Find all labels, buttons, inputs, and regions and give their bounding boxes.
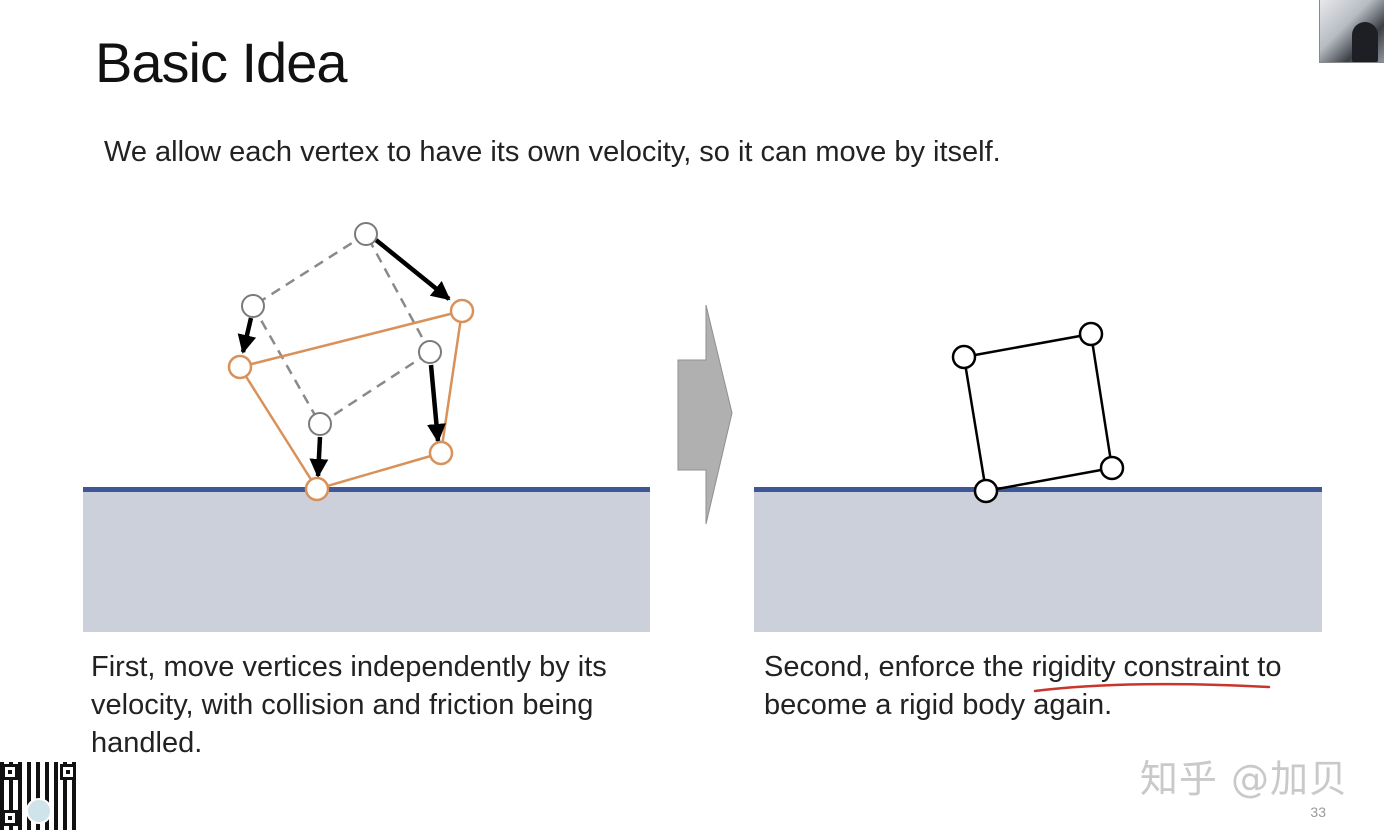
qr-finder xyxy=(2,810,18,826)
vertex-moved xyxy=(428,440,454,466)
rigid-vertices xyxy=(951,321,1125,504)
ground-left xyxy=(83,490,650,632)
vertex-rigid xyxy=(1099,455,1125,481)
vertex-original xyxy=(308,412,332,436)
velocity-arrow xyxy=(237,317,257,354)
vertex-rigid xyxy=(1078,321,1104,347)
caption-right-text: Second, enforce the xyxy=(764,651,1032,683)
vertex-original xyxy=(241,294,265,318)
qr-code-icon xyxy=(0,762,80,830)
velocity-arrow xyxy=(309,436,329,478)
qr-finder xyxy=(2,764,18,780)
qr-finder xyxy=(60,764,76,780)
caption-right: Second, enforce the rigidity constraint … xyxy=(764,648,1334,724)
slide-title: Basic Idea xyxy=(95,31,347,94)
page-number: 33 xyxy=(1310,804,1326,820)
rigid-square xyxy=(962,332,1114,493)
vertex-original xyxy=(418,340,442,364)
moved-shape-orange xyxy=(238,309,464,491)
right-panel xyxy=(754,321,1322,632)
ground-right xyxy=(754,490,1322,632)
watermark: 知乎 @加贝 xyxy=(1139,757,1348,801)
left-panel xyxy=(83,222,650,632)
annotation-underline xyxy=(1033,682,1271,693)
velocity-arrows xyxy=(237,238,451,478)
presenter-video-icon xyxy=(1319,0,1384,63)
vertex-rigid xyxy=(973,478,999,504)
velocity-arrow xyxy=(374,238,451,301)
right-arrow-icon xyxy=(677,304,733,525)
presenter-figure xyxy=(1352,22,1378,62)
vertex-moved xyxy=(227,354,253,380)
vertex-original xyxy=(354,222,378,246)
caption-right-text-end: to become a rigid body again. xyxy=(764,651,1282,721)
vertex-moved xyxy=(304,476,330,502)
original-vertices xyxy=(241,222,442,436)
rigidity-constraint-highlight: rigidity constraint xyxy=(1031,651,1250,683)
moved-vertices xyxy=(227,298,475,502)
original-square-dashed xyxy=(251,232,432,426)
velocity-arrow xyxy=(427,364,446,443)
vertex-rigid xyxy=(951,344,977,370)
slide-subtitle: We allow each vertex to have its own vel… xyxy=(104,136,1001,168)
qr-logo xyxy=(26,798,52,824)
vertex-moved xyxy=(449,298,475,324)
caption-left: First, move vertices independently by it… xyxy=(91,651,607,759)
